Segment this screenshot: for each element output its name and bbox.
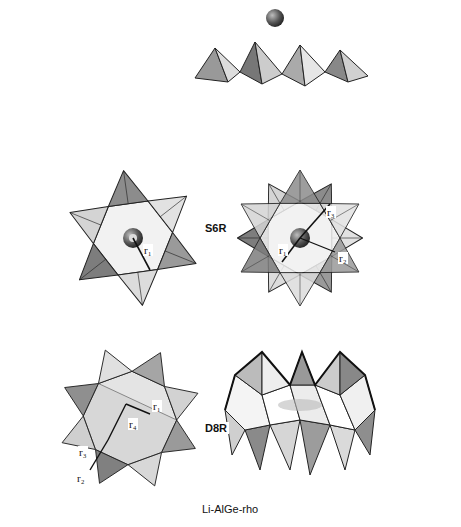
radius-label: r₃ xyxy=(78,446,88,458)
radius-label: r₁ xyxy=(278,244,288,256)
ring-label: D8R xyxy=(203,422,229,434)
radius-label: r₂ xyxy=(76,472,86,484)
radius-label: r₁ xyxy=(152,400,162,412)
radius-label: r₄ xyxy=(128,418,138,430)
radius-label: r₂ xyxy=(338,252,348,264)
radius-label: r₁ xyxy=(143,244,153,256)
radius-label: r₃ xyxy=(326,206,336,218)
ring-label: S6R xyxy=(203,222,228,234)
figure-caption: Li-AlGe-rho xyxy=(202,503,258,515)
